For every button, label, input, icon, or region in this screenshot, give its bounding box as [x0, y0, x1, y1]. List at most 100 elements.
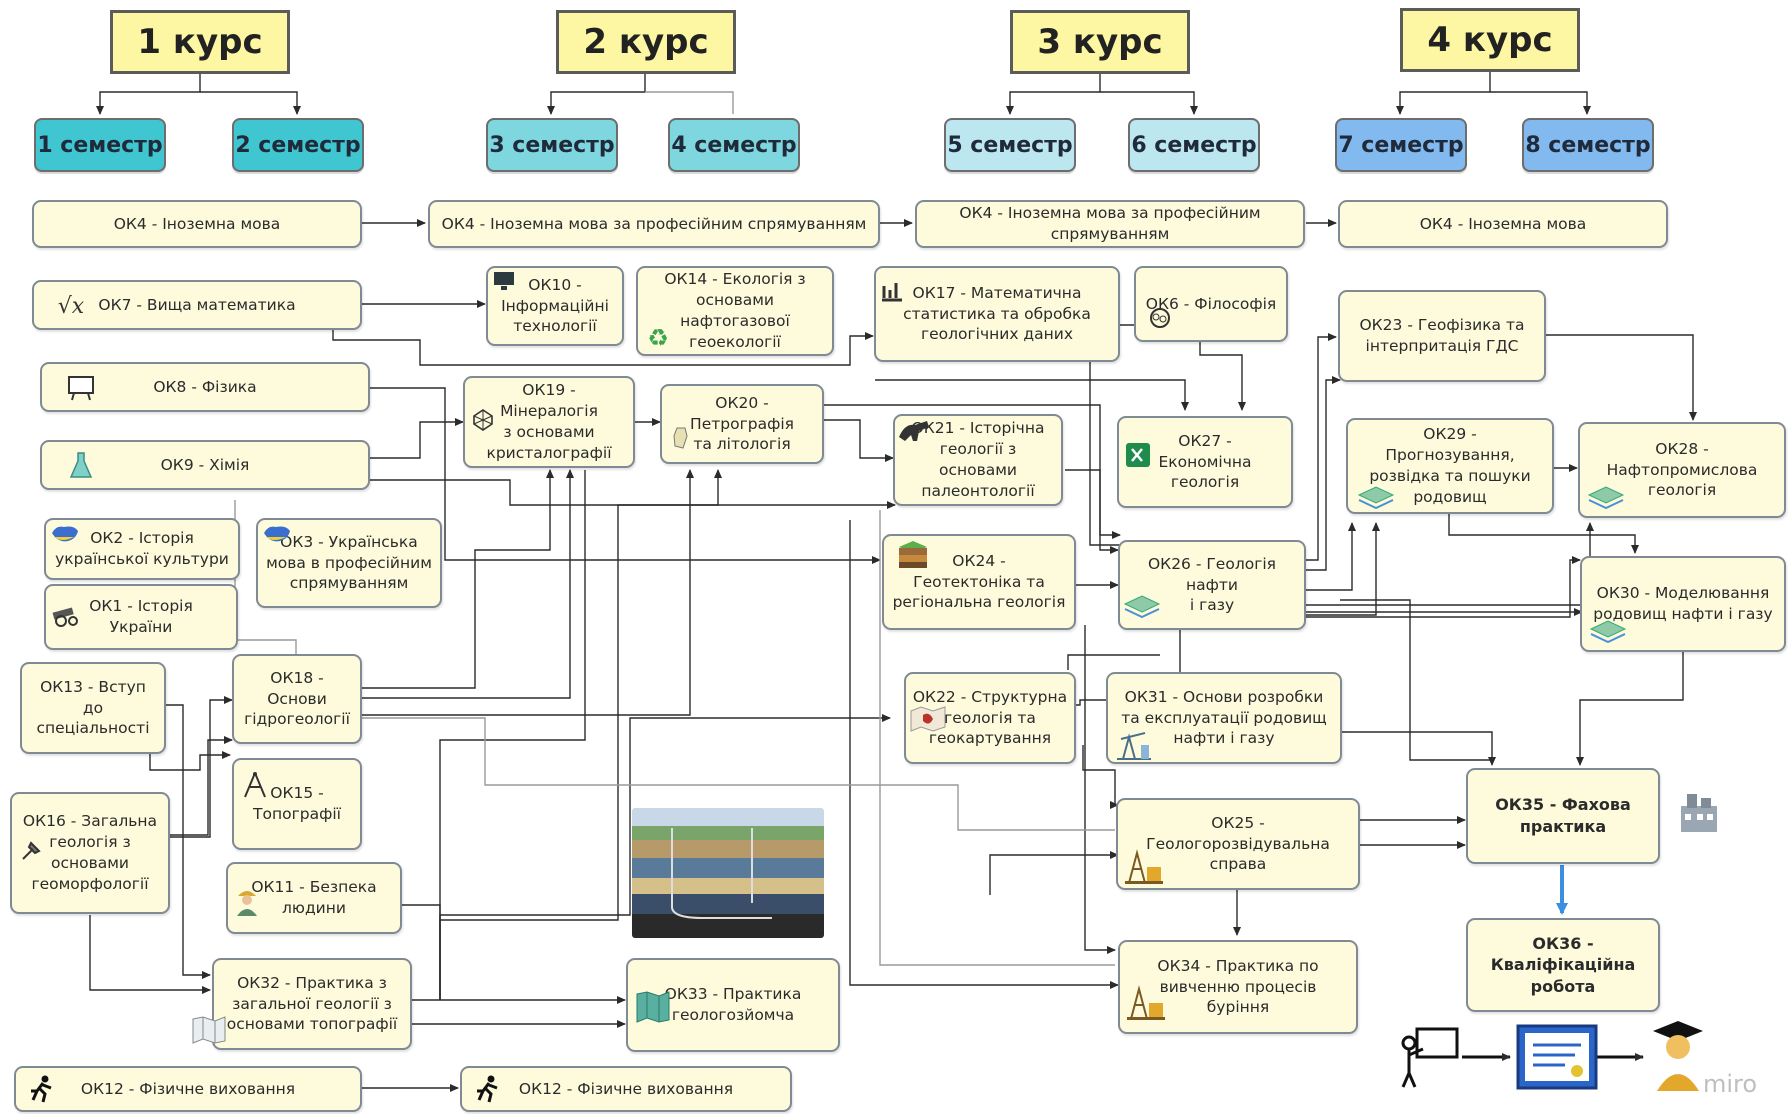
subject-label: ОК4 - Іноземна мова [1419, 214, 1587, 233]
subject-label: ОК3 - Українська мова в професійним спря… [266, 532, 432, 593]
crystal-icon [471, 408, 495, 432]
subject-ok8[interactable]: ОК8 - Фізика [40, 362, 370, 412]
subject-ok27[interactable]: ОК27 - Економічна геологія [1117, 416, 1293, 508]
subject-label: ОК15 - Топографії [253, 784, 341, 823]
layers-icon [896, 538, 930, 572]
subject-ok4-sem3[interactable]: ОК4 - Іноземна мова за професійним спрям… [428, 200, 880, 248]
subject-label: ОК8 - Фізика [153, 377, 257, 396]
semester-label: 6 семестр [1131, 132, 1257, 158]
pumpjack-icon [1114, 726, 1154, 762]
subject-ok1[interactable]: ОК1 - Історія України [44, 584, 238, 650]
subject-label: ОК16 - Загальна геологія з основами геом… [22, 812, 158, 893]
subject-ok21[interactable]: ОК21 - Історічна геології з основами пал… [893, 414, 1063, 506]
subject-label: ОК11 - Безпека людини [251, 878, 377, 917]
map-layers-icon [1122, 590, 1162, 620]
compass-icon [240, 770, 270, 800]
subject-label: ОК35 - Фахова практика [1495, 795, 1631, 836]
subject-ok25[interactable]: ОК25 - Геологорозвідувальна справа [1116, 798, 1360, 890]
subject-label: ОК6 - Філософія [1145, 294, 1277, 313]
folded-map-icon [634, 990, 672, 1024]
map-layers-icon [1588, 616, 1628, 644]
subject-label: ОК2 - Історія української культури [55, 529, 229, 568]
subject-ok9[interactable]: ОК9 - Хімія [40, 440, 370, 490]
semester-label: 8 семестр [1525, 132, 1651, 158]
subject-ok17[interactable]: ОК17 - Математична статистика та обробка… [874, 266, 1120, 362]
subject-ok3[interactable]: ОК3 - Українська мова в професійним спря… [256, 518, 442, 608]
subject-label: ОК22 - Структурна геологія та геокартува… [912, 687, 1068, 748]
semester-5: 5 семестр [944, 118, 1076, 172]
subject-ok28[interactable]: ОК28 - Нафтопромислова геологія [1578, 422, 1786, 518]
semester-3: 3 семестр [486, 118, 618, 172]
subject-label: ОК25 - Геологорозвідувальна справа [1146, 813, 1330, 874]
subject-label: ОК32 - Практика з загальної геології з о… [226, 973, 398, 1034]
subject-ok15[interactable]: ОК15 - Топографії [232, 758, 362, 850]
subject-ok24[interactable]: ОК24 - Геотектоніка та регіональна геоло… [882, 534, 1076, 630]
subject-ok32[interactable]: ОК32 - Практика з загальної геології з о… [192, 958, 412, 1050]
subject-label: ОК13 - Вступ до спеціальності [36, 677, 150, 738]
subject-ok16[interactable]: ОК16 - Загальна геологія з основами геом… [10, 792, 170, 914]
subject-ok12-sem3[interactable]: ОК12 - Фізичне виховання [460, 1066, 792, 1112]
subject-ok33[interactable]: ОК33 - Практика геологозйомча [626, 958, 840, 1052]
subject-ok4-sem1[interactable]: ОК4 - Іноземна мова [32, 200, 362, 248]
flask-icon [66, 450, 96, 482]
semester-label: 3 семестр [489, 132, 615, 158]
map-layers-icon [1586, 482, 1626, 510]
subject-ok2[interactable]: ОК2 - Історія української культури [44, 518, 240, 580]
subject-label: ОК18 - Основи гідрогеології [244, 668, 350, 729]
dinosaur-icon [897, 418, 931, 444]
board-icon [66, 374, 96, 402]
subject-ok29[interactable]: ОК29 - Прогнозування, розвідка та пошуки… [1346, 418, 1554, 514]
semester-6: 6 семестр [1128, 118, 1260, 172]
rock-icon [670, 426, 692, 450]
geomap-icon [908, 704, 948, 734]
subject-ok19[interactable]: ОК19 - Мінералогія з основами кристалогр… [463, 376, 635, 468]
subject-label: ОК7 - Вища математика [98, 295, 296, 314]
subject-ok12-sem1[interactable]: ОК12 - Фізичне виховання [14, 1066, 362, 1112]
semester-label: 7 семестр [1338, 132, 1464, 158]
subject-ok6[interactable]: ОК6 - Філософія [1134, 266, 1288, 342]
subject-ok4-sem5[interactable]: ОК4 - Іноземна мова за професійним спрям… [915, 200, 1305, 248]
subject-ok14[interactable]: ♻ ОК14 - Екологія з основами нафтогазово… [636, 266, 834, 356]
semester-label: 5 семестр [947, 132, 1073, 158]
subject-ok26[interactable]: ОК26 - Геологія нафти і газу [1118, 540, 1306, 630]
hammer-icon [18, 838, 44, 864]
course-label: 2 курс [583, 22, 709, 62]
subject-ok7[interactable]: √x ОК7 - Вища математика [32, 280, 362, 330]
subject-ok34[interactable]: ОК34 - Практика по вивченню процесів бур… [1118, 940, 1358, 1034]
cannon-icon [50, 602, 82, 628]
subject-ok30[interactable]: ОК30 - Моделювання родовищ нафти і газу [1580, 556, 1786, 652]
subject-label: ОК30 - Моделювання родовищ нафти і газу [1593, 584, 1773, 623]
subject-ok22[interactable]: ОК22 - Структурна геологія та геокартува… [904, 672, 1076, 764]
rig-icon [1122, 848, 1166, 886]
subject-ok13[interactable]: ОК13 - Вступ до спеціальності [20, 662, 166, 754]
course-3-header: 3 курс [1010, 10, 1190, 74]
subject-label: ОК19 - Мінералогія з основами кристалогр… [486, 381, 612, 462]
semester-7: 7 семестр [1335, 118, 1467, 172]
map-layers-icon [1356, 482, 1396, 510]
subject-label: ОК34 - Практика по вивченню процесів бур… [1157, 956, 1319, 1017]
runner-icon [472, 1074, 502, 1104]
subject-ok35[interactable]: ОК35 - Фахова практика [1466, 768, 1660, 864]
subject-ok10[interactable]: ОК10 - Інформаційні технології [486, 266, 624, 346]
sqrt-x-icon: √x [57, 294, 85, 320]
subject-ok36[interactable]: ОК36 - Кваліфікаційна робота [1466, 918, 1660, 1012]
subject-label: ОК1 - Історія України [89, 597, 193, 636]
subject-ok11[interactable]: ОК11 - Безпека людини [226, 862, 402, 934]
course-2-header: 2 курс [556, 10, 736, 74]
semester-label: 4 семестр [671, 132, 797, 158]
course-1-header: 1 курс [110, 10, 290, 74]
semester-4: 4 семестр [668, 118, 800, 172]
rig-icon [1124, 984, 1168, 1022]
spreadsheet-icon [1123, 440, 1153, 470]
subject-label: ОК24 - Геотектоніка та регіональна геоло… [892, 551, 1066, 612]
folded-map-icon [190, 1014, 228, 1046]
miro-watermark: miro [1703, 1070, 1758, 1098]
subject-ok23[interactable]: ОК23 - Геофізика та інтерпритація ГДС [1338, 290, 1546, 382]
subject-ok18[interactable]: ОК18 - Основи гідрогеології [232, 654, 362, 744]
subject-label: ОК36 - Кваліфікаційна робота [1490, 933, 1636, 996]
subject-ok31[interactable]: ОК31 - Основи розробки та експлуатації р… [1106, 672, 1342, 764]
subject-ok20[interactable]: ОК20 - Петрографія та літологія [660, 384, 824, 464]
semester-8: 8 семестр [1522, 118, 1654, 172]
subject-ok4-sem7[interactable]: ОК4 - Іноземна мова [1338, 200, 1668, 248]
